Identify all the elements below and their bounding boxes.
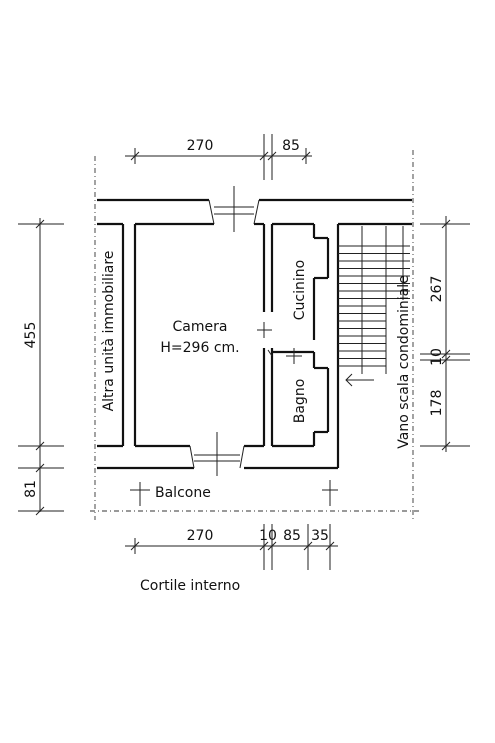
walls [97, 186, 412, 476]
room-camera-label: Camera [173, 319, 228, 335]
stairwell-label: Vano scala condominiale [396, 275, 412, 448]
axis-markers [130, 322, 338, 506]
dim-bottom-end: 35 [311, 528, 329, 544]
room-camera-height: H=296 cm. [160, 340, 239, 356]
room-cucinino-label: Cucinino [292, 260, 308, 320]
dim-right-upper: 267 [429, 276, 445, 303]
courtyard-label: Cortile interno [140, 578, 240, 594]
dim-left-balcone: 81 [23, 480, 39, 498]
dimension-lines [18, 134, 470, 570]
dim-bottom-bagno: 85 [283, 528, 301, 544]
dim-right-lower: 178 [429, 390, 445, 417]
balcony-label: Balcone [155, 485, 211, 501]
stair-arrow [345, 373, 374, 387]
dim-top-cucinino: 85 [282, 138, 300, 154]
reference-lines [90, 150, 420, 520]
dim-bottom-wall: 10 [259, 528, 277, 544]
other-unit-label: Altra unità immobiliare [101, 251, 117, 412]
dim-bottom-camera: 270 [187, 528, 214, 544]
dim-top-camera: 270 [187, 138, 214, 154]
room-bagno-label: Bagno [292, 379, 308, 424]
staircase [338, 226, 410, 374]
dim-right-mid: 10 [429, 348, 445, 366]
dim-left-height: 455 [23, 322, 39, 349]
